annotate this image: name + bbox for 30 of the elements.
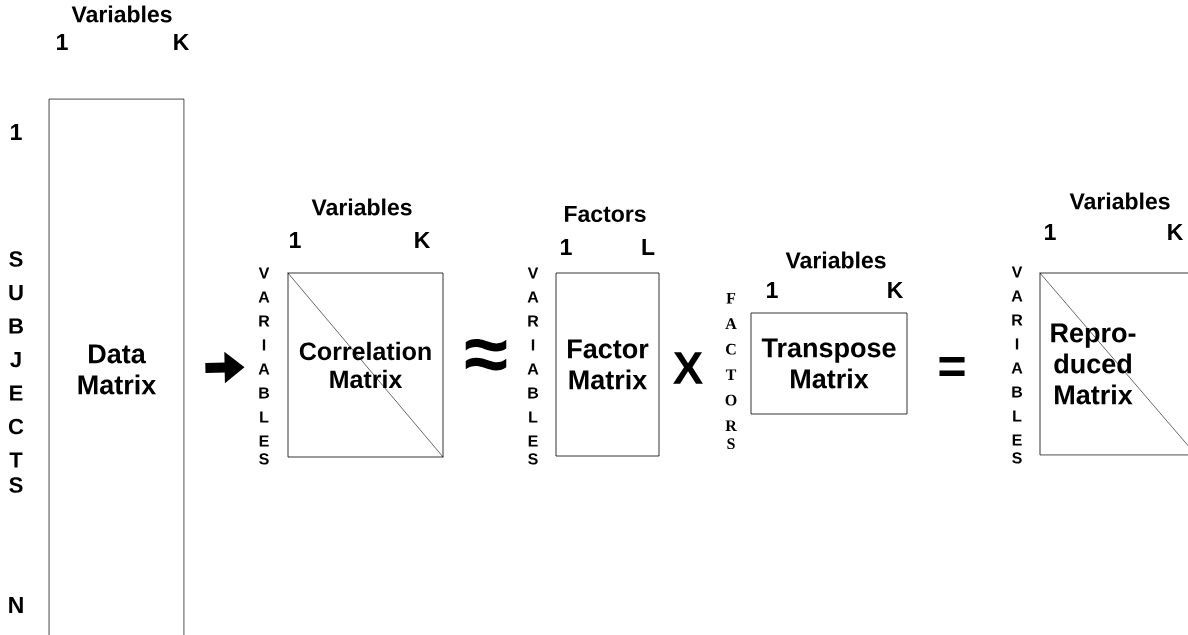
stacked-label: FACTORS: [725, 292, 737, 450]
matrix-box: Factor Matrix: [555, 272, 660, 457]
matrix-box: Data Matrix: [48, 98, 185, 635]
index-label: L: [642, 239, 655, 255]
index-label: 1: [767, 282, 778, 298]
operator-symbol: X: [673, 352, 703, 384]
stacked-label: VARIABLES: [258, 267, 270, 465]
axis-label: Variables: [311, 198, 412, 216]
index-label: 1: [57, 34, 68, 50]
stacked-label: SUBJECTS: [8, 251, 24, 493]
index-label: 1: [1045, 224, 1056, 240]
index-label: N: [9, 597, 23, 613]
index-label: 1: [11, 124, 22, 140]
index-label: K: [1168, 224, 1184, 240]
axis-label: Factors: [565, 206, 646, 222]
axis-label: Variables: [1069, 192, 1170, 210]
matrix-box: Correlation Matrix: [287, 272, 444, 458]
operator-symbol: ≈: [465, 338, 507, 371]
index-label: K: [888, 282, 904, 298]
index-label: 1: [561, 239, 572, 255]
index-label: 1: [290, 232, 301, 248]
stacked-label: VARIABLES: [527, 267, 539, 465]
index-label: K: [415, 232, 431, 248]
stacked-label: VARIABLES: [1011, 266, 1023, 464]
matrix-box: Transpose Matrix: [750, 312, 908, 415]
matrix-box: Repro- duced Matrix: [1039, 272, 1188, 456]
axis-label: Variables: [71, 5, 172, 23]
axis-label: Variables: [785, 251, 886, 269]
operator-symbol: =: [939, 357, 965, 376]
index-label: K: [174, 34, 190, 50]
